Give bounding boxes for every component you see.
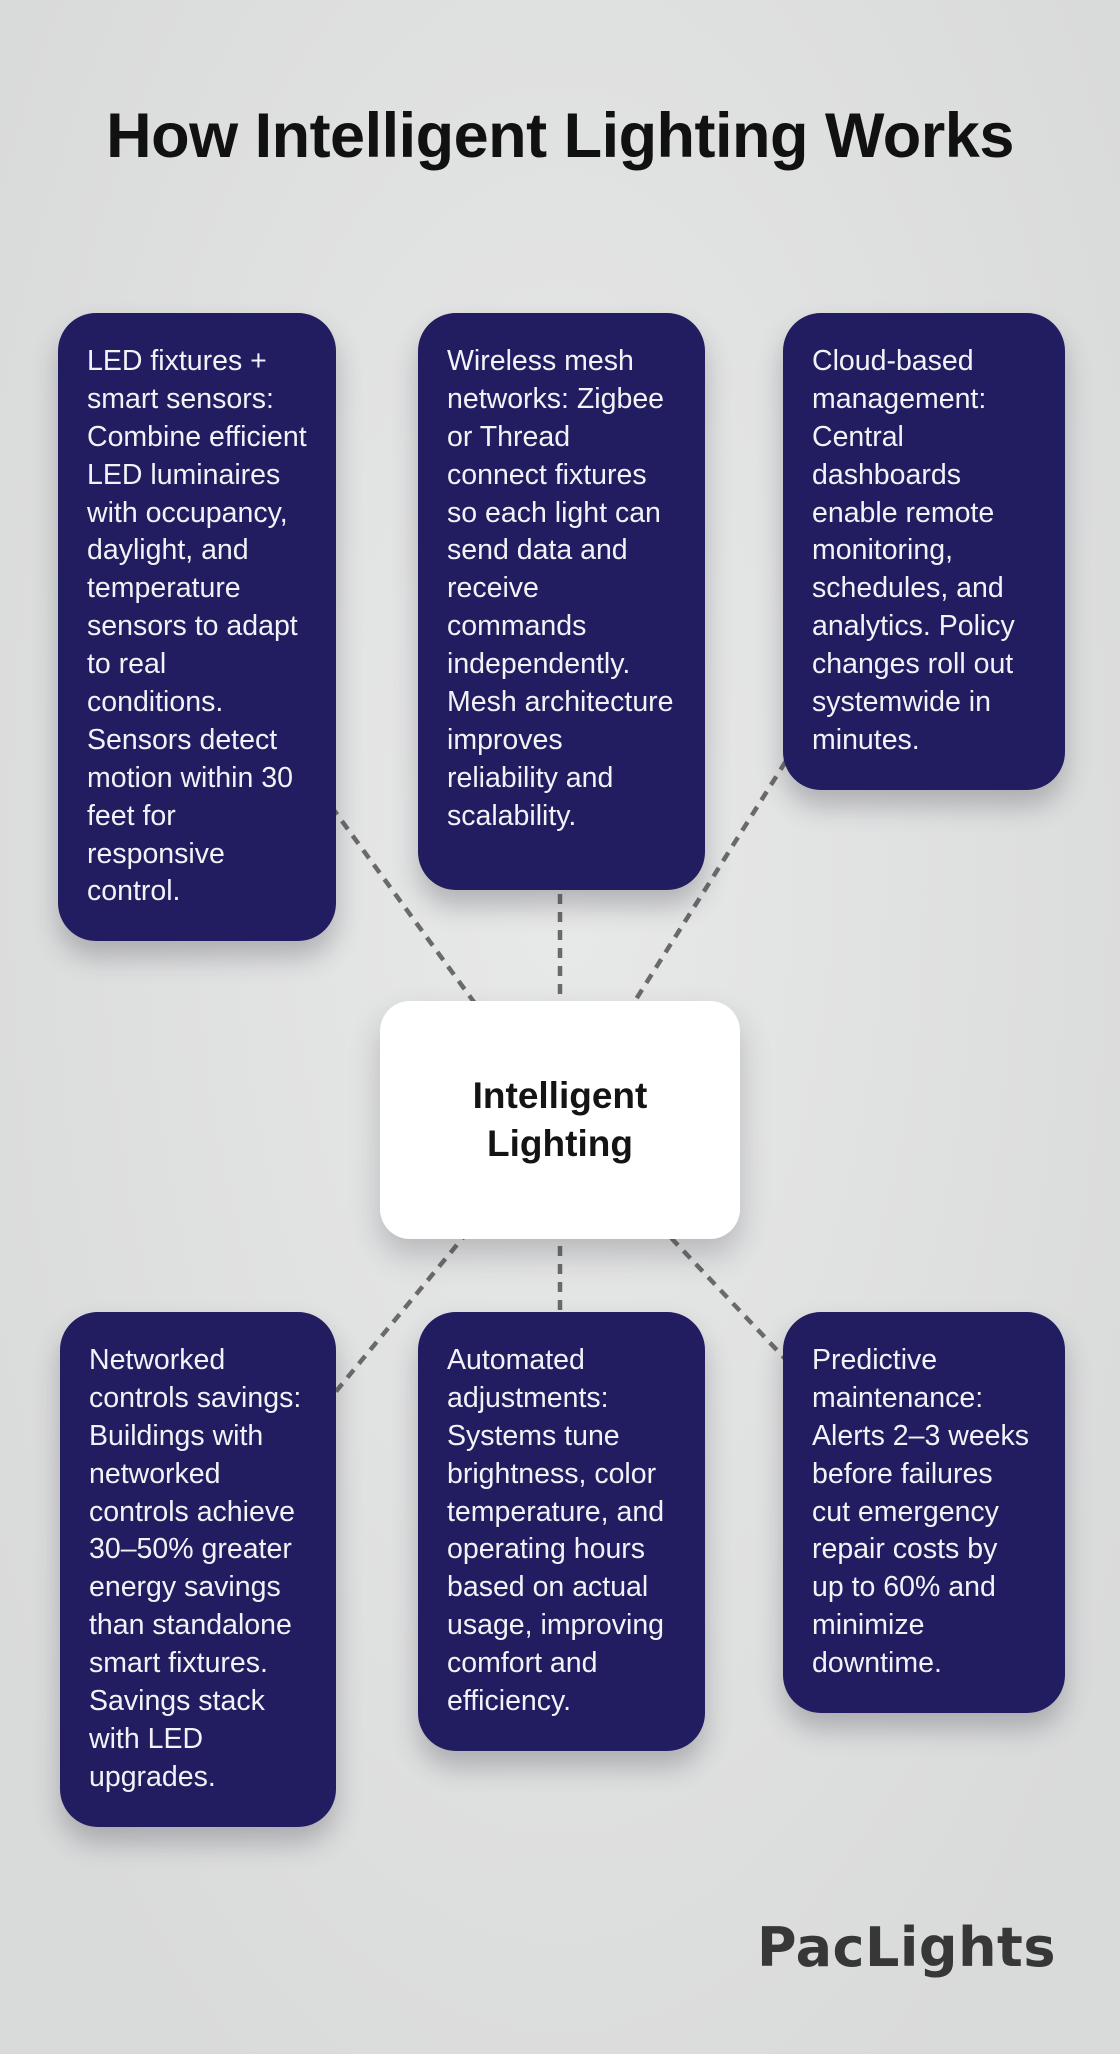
page-title: How Intelligent Lighting Works [106, 101, 1014, 171]
info-card-wireless-mesh-networks: Wireless mesh networks: Zigbee or Thread… [418, 313, 705, 890]
center-node-intelligent-lighting: Intelligent Lighting [380, 1001, 740, 1239]
info-card-networked-controls-savings: Networked controls savings: Buildings wi… [60, 1312, 336, 1827]
info-card-text: Wireless mesh networks: Zigbee or Thread… [447, 345, 674, 832]
connector-line-top-left [194, 619, 562, 1122]
info-card-text: Automated adjustments: Systems tune brig… [447, 1344, 665, 1718]
info-card-predictive-maintenance: Predictive maintenance: Alerts 2–3 weeks… [783, 1312, 1065, 1714]
info-card-text: Networked controls savings: Buildings wi… [89, 1344, 302, 1793]
brand-logo: PacLights [756, 1916, 1056, 1979]
info-card-led-fixtures-smart-sensors: LED fixtures + smart sensors: Combine ef… [58, 313, 336, 942]
info-card-text: Predictive maintenance: Alerts 2–3 weeks… [812, 1344, 1030, 1680]
info-card-text: Cloud-based management: Central dashboar… [812, 345, 1015, 756]
info-card-text: LED fixtures + smart sensors: Combine ef… [87, 345, 307, 908]
info-card-cloud-based-management: Cloud-based management: Central dashboar… [783, 313, 1065, 790]
info-card-automated-adjustments: Automated adjustments: Systems tune brig… [418, 1312, 705, 1751]
center-node-label: Intelligent Lighting [472, 1074, 648, 1164]
